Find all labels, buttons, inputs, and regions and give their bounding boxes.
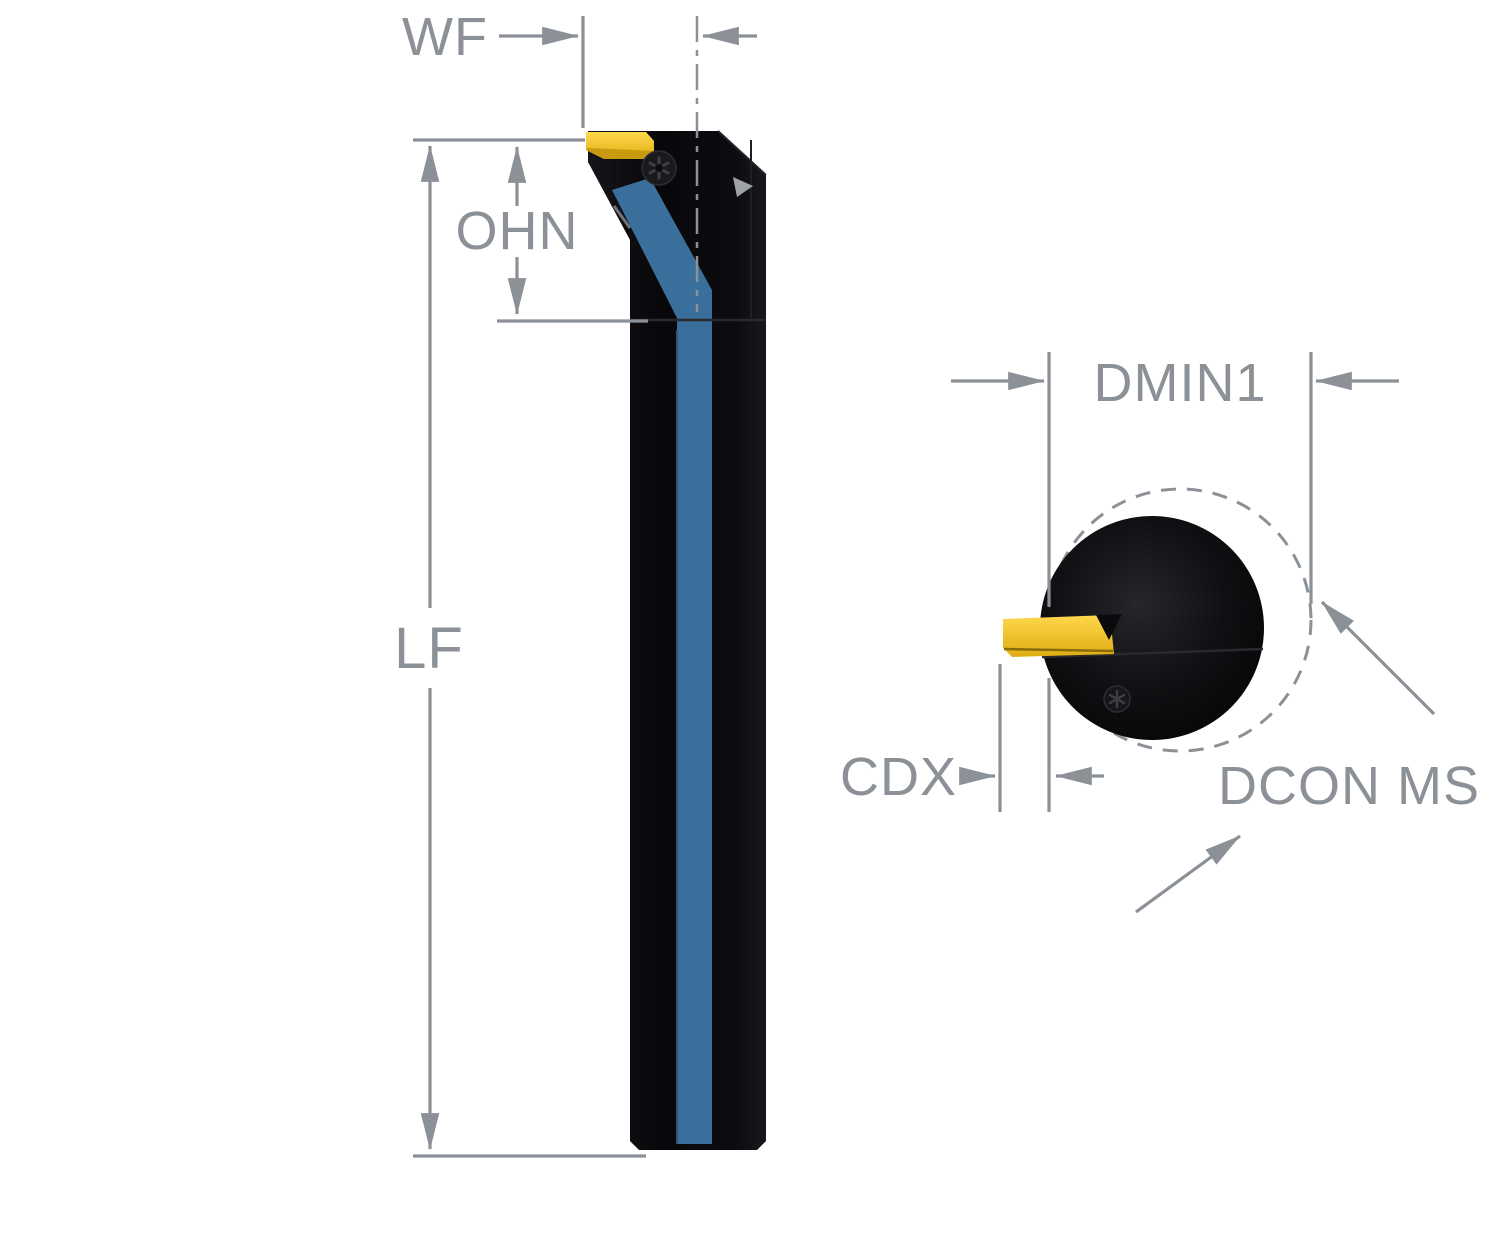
dmin-dashed-circle <box>1047 487 1313 753</box>
coolant-stripe <box>612 178 712 1144</box>
label-wf: WF <box>402 7 488 67</box>
label-cdx: CDX <box>840 747 957 807</box>
dim-lf <box>413 145 646 1158</box>
label-dmin1: DMIN1 <box>1093 353 1266 413</box>
end-face-seam <box>1041 647 1264 659</box>
dim-wf <box>499 16 757 128</box>
insert-clamp-notch <box>1096 614 1122 640</box>
insert-end <box>1003 615 1114 657</box>
end-view-dimensions <box>951 352 1436 914</box>
head-chamfer-edge <box>717 130 767 176</box>
end-view <box>1003 487 1313 753</box>
label-dcon-ms: DCON MS <box>1218 756 1480 816</box>
dim-dmin1 <box>951 352 1399 607</box>
label-lf: LF <box>394 616 464 681</box>
dim-ohn <box>413 138 648 323</box>
dcon-arrow-lower-left <box>1135 834 1241 914</box>
dimension-labels: WF OHN LF DMIN1 CDX DCON MS <box>394 7 1480 816</box>
dcon-arrow-upper-right <box>1320 600 1436 716</box>
insert-end-underside <box>1003 647 1114 653</box>
insert-seat-slit <box>612 205 632 229</box>
side-view <box>586 16 767 1150</box>
clamp-highlight <box>733 177 753 197</box>
tool-body-end <box>1040 516 1264 740</box>
clamp-screw-end <box>1103 685 1131 713</box>
clamp-screw-side <box>641 150 677 186</box>
side-view-dimensions <box>413 16 757 1158</box>
label-ohn: OHN <box>456 201 579 261</box>
insert-side-underside <box>586 148 654 159</box>
dim-cdx <box>959 664 1104 812</box>
